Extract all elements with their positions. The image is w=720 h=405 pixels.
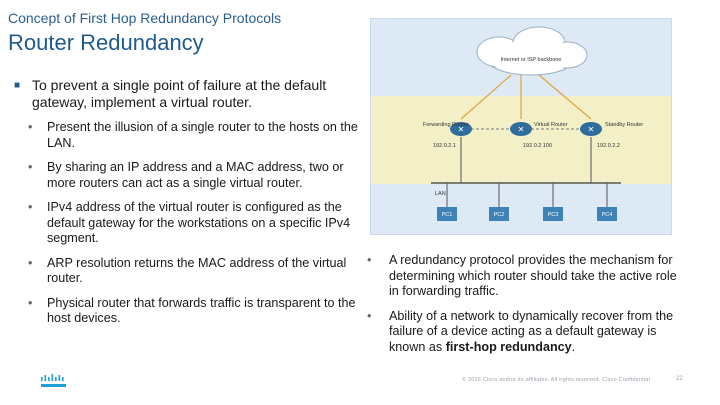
right-bullet-text-prefix: Ability of a network to dynamically reco…	[389, 308, 674, 354]
sub-bullet: • IPv4 address of the virtual router is …	[28, 200, 358, 247]
pc-label: PC3	[548, 212, 559, 218]
sub-bullet: • Present the illusion of a single route…	[28, 120, 358, 151]
svg-text:✕: ✕	[588, 125, 595, 134]
cloud-label: Internet or ISP backbone	[501, 57, 562, 63]
router-ip: 192.0.2.100	[523, 143, 552, 149]
router-icon: ✕	[580, 122, 602, 136]
right-bullet-text-suffix: .	[571, 339, 576, 354]
pc-label: PC4	[602, 212, 613, 218]
router-name: Forwarding Router	[423, 122, 469, 128]
router-ip: 192.0.2.2	[597, 143, 620, 149]
right-bullet-text: Ability of a network to dynamically reco…	[367, 309, 687, 356]
dot-bullet-icon: •	[28, 200, 33, 214]
sub-bullet: • By sharing an IP address and a MAC add…	[28, 160, 358, 191]
dot-bullet-icon: •	[28, 120, 33, 134]
router-name: Virtual Router	[534, 122, 568, 128]
sub-bullet-text: IPv4 address of the virtual router is co…	[47, 200, 351, 245]
pc-label: PC2	[494, 212, 505, 218]
pc-icon	[543, 207, 563, 221]
svg-text:✕: ✕	[458, 125, 465, 134]
network-diagram: Internet or ISP backbone ✕ ✕ ✕ Forwardin…	[370, 18, 672, 235]
router-icon: ✕	[510, 122, 532, 136]
square-bullet-icon: ■	[14, 80, 21, 91]
cisco-logo-icon	[41, 374, 66, 387]
right-bullet: • A redundancy protocol provides the mec…	[367, 253, 687, 300]
router-icon: ✕	[450, 122, 472, 136]
sub-bullet: • ARP resolution returns the MAC address…	[28, 256, 358, 287]
main-bullet: ■ To prevent a single point of failure a…	[14, 77, 354, 111]
slide-title: Router Redundancy	[8, 30, 204, 55]
sub-bullet-text: By sharing an IP address and a MAC addre…	[47, 160, 344, 190]
pc-icon	[597, 207, 617, 221]
sub-bullet-text: Present the illusion of a single router …	[47, 120, 358, 150]
dot-bullet-icon: •	[28, 160, 33, 174]
footer-copyright: © 2016 Cisco and/or its affiliates. All …	[462, 377, 651, 383]
sub-bullet-text: ARP resolution returns the MAC address o…	[47, 255, 347, 286]
highlight-term: first-hop redundancy	[445, 339, 572, 354]
sub-bullet: • Physical router that forwards traffic …	[28, 296, 358, 327]
page-number: 22	[676, 376, 683, 382]
right-bullet-text: A redundancy protocol provides the mecha…	[389, 253, 677, 298]
right-bullet-list: • A redundancy protocol provides the mec…	[367, 253, 687, 355]
pc-icon	[437, 207, 457, 221]
dot-bullet-icon: •	[28, 295, 33, 310]
dot-bullet-icon: •	[28, 255, 33, 270]
pc-label: PC1	[442, 212, 453, 218]
svg-text:✕: ✕	[518, 125, 525, 134]
link-line	[538, 74, 592, 120]
dot-bullet-icon: •	[367, 253, 372, 267]
right-bullet: • Ability of a network to dynamically re…	[367, 309, 687, 356]
main-bullet-text: To prevent a single point of failure at …	[32, 77, 327, 110]
dot-bullet-icon: •	[367, 308, 372, 323]
sub-bullet-list: • Present the illusion of a single route…	[28, 120, 358, 327]
sub-bullet-text: Physical router that forwards traffic is…	[47, 295, 356, 326]
lan-label: LAN	[435, 191, 446, 197]
pc-icon	[489, 207, 509, 221]
link-line	[460, 74, 512, 120]
slide-subtitle: Concept of First Hop Redundancy Protocol…	[8, 10, 282, 26]
network-diagram-svg: Internet or ISP backbone ✕ ✕ ✕ Forwardin…	[371, 26, 671, 221]
router-ip: 192.0.2.1	[433, 143, 456, 149]
router-name: Standby Router	[605, 122, 643, 128]
cloud-icon	[476, 26, 588, 76]
